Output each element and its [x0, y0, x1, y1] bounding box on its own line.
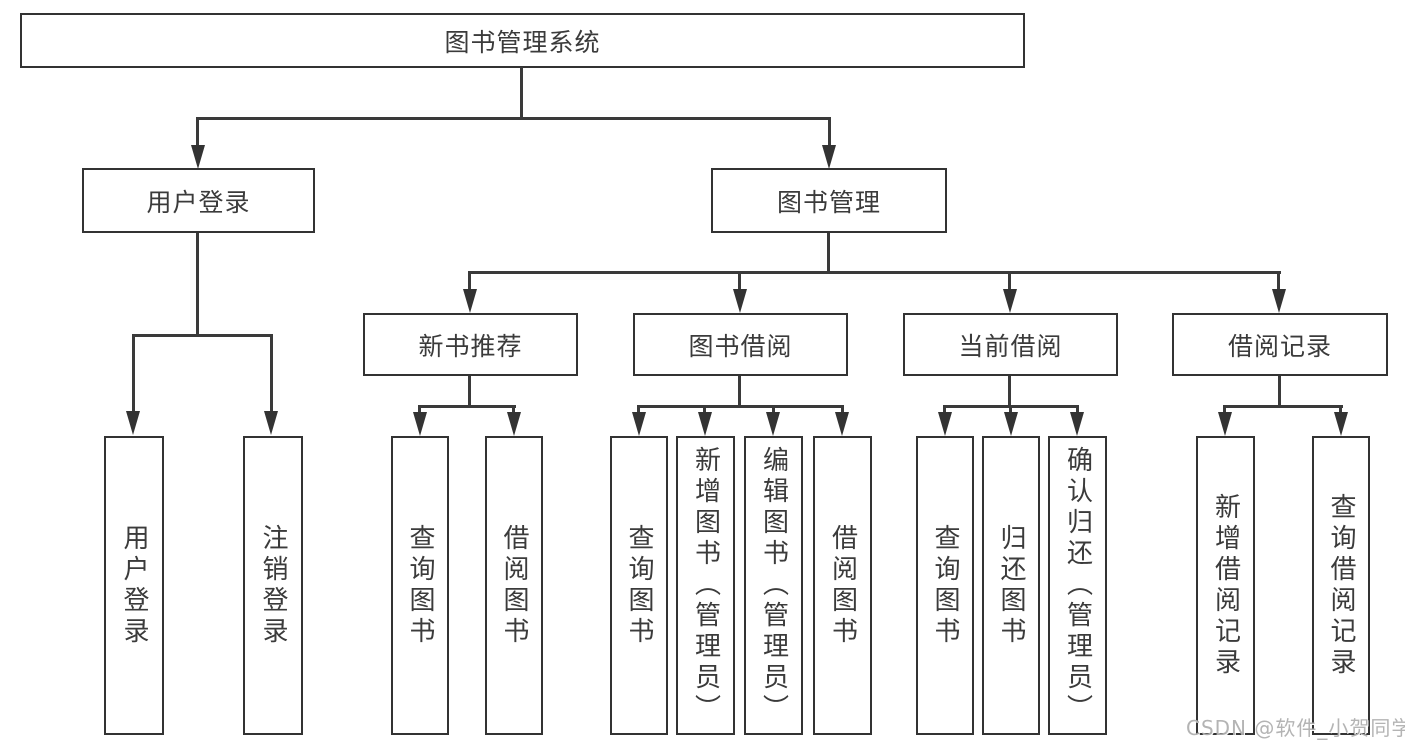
connector-drop-current-query: [943, 405, 946, 413]
node-root: 图书管理系统: [20, 13, 1025, 68]
connector-record-hbar: [1223, 405, 1343, 408]
arrow-to-borrow-query: [632, 412, 646, 436]
arrow-to-borrow-add: [698, 412, 712, 436]
connector-drop-current-confirm: [1076, 405, 1079, 413]
watermark: CSDN @软件_小贺同学: [1186, 716, 1405, 740]
node-book-management: 图书管理: [711, 168, 947, 233]
connector-record-trunk: [1278, 376, 1281, 407]
arrow-to-recommend-query: [413, 412, 427, 436]
connector-drop-recommend-borrow: [512, 405, 515, 413]
connector-drop-login: [132, 334, 135, 412]
leaf-recommend-borrow-book-label: 借阅图书: [499, 523, 529, 648]
arrow-to-book-borrow: [733, 289, 747, 313]
leaf-recommend-query-book-label: 查询图书: [405, 523, 435, 648]
leaf-borrow-edit-book-admin: 编辑图书（管理员）: [744, 436, 803, 735]
leaf-current-confirm-return-admin: 确认归还（管理员）: [1048, 436, 1107, 735]
leaf-user-login: 用户登录: [104, 436, 164, 735]
connector-drop-logout: [270, 334, 273, 412]
leaf-recommend-borrow-book: 借阅图书: [485, 436, 543, 735]
arrow-to-login: [126, 411, 140, 435]
connector-drop-book-borrow: [738, 271, 741, 291]
node-new-book-recommend: 新书推荐: [363, 313, 578, 376]
leaf-current-confirm-return-admin-label: 确认归还（管理员）: [1062, 446, 1093, 725]
arrow-to-current-borrow: [1003, 289, 1017, 313]
arrow-to-borrow-record: [1272, 289, 1286, 313]
arrow-to-logout: [264, 411, 278, 435]
leaf-recommend-query-book: 查询图书: [391, 436, 449, 735]
leaf-borrow-add-book-admin-label: 新增图书（管理员）: [690, 446, 721, 725]
leaf-borrow-query-book: 查询图书: [610, 436, 668, 735]
connector-user-login-hbar: [132, 334, 273, 337]
arrow-to-recommend-borrow: [507, 412, 521, 436]
connector-drop-current-return: [1009, 405, 1012, 413]
leaf-borrow-borrow-book-label: 借阅图书: [827, 523, 858, 648]
leaf-borrow-query-book-label: 查询图书: [624, 523, 654, 648]
leaf-record-query-record-label: 查询借阅记录: [1326, 492, 1356, 679]
connector-drop-record-add: [1223, 405, 1226, 413]
leaf-logout: 注销登录: [243, 436, 303, 735]
connector-root-trunk: [520, 67, 523, 118]
connector-user-login-trunk: [196, 233, 199, 336]
leaf-borrow-edit-book-admin-label: 编辑图书（管理员）: [758, 446, 789, 725]
connector-drop-record-query: [1339, 405, 1342, 413]
node-current-borrow: 当前借阅: [903, 313, 1118, 376]
node-user-login: 用户登录: [82, 168, 315, 233]
leaf-logout-label: 注销登录: [258, 523, 288, 648]
connector-book-management-trunk: [827, 233, 830, 273]
leaf-borrow-add-book-admin: 新增图书（管理员）: [676, 436, 735, 735]
connector-current-trunk: [1008, 376, 1011, 407]
connector-drop-recommend-query: [418, 405, 421, 413]
connector-drop-book-management: [828, 117, 831, 148]
connector-drop-new-book-recommend: [468, 271, 471, 291]
connector-drop-user-login: [196, 117, 199, 148]
connector-recommend-trunk: [468, 376, 471, 407]
node-borrow-record: 借阅记录: [1172, 313, 1388, 376]
arrow-to-record-add: [1218, 412, 1232, 436]
connector-drop-borrow-query: [637, 405, 640, 413]
arrow-to-record-query: [1334, 412, 1348, 436]
leaf-current-return-book-label: 归还图书: [996, 523, 1026, 648]
connector-recommend-hbar: [418, 405, 516, 408]
node-book-borrow: 图书借阅: [633, 313, 848, 376]
arrow-to-book-management: [822, 145, 836, 169]
arrow-to-borrow-edit: [766, 412, 780, 436]
connector-drop-current-borrow: [1008, 271, 1011, 291]
arrow-to-borrow-borrow: [835, 412, 849, 436]
arrow-to-user-login: [191, 145, 205, 169]
connector-drop-borrow-add: [703, 405, 706, 413]
arrow-to-new-book-recommend: [463, 289, 477, 313]
arrow-to-current-confirm: [1070, 412, 1084, 436]
connector-drop-borrow-record: [1277, 271, 1280, 291]
leaf-record-add-record-label: 新增借阅记录: [1210, 492, 1241, 679]
leaf-borrow-borrow-book: 借阅图书: [813, 436, 872, 735]
connector-borrow-hbar: [637, 405, 844, 408]
leaf-current-query-book-label: 查询图书: [930, 523, 960, 648]
leaf-record-add-record: 新增借阅记录: [1196, 436, 1255, 735]
leaf-record-query-record: 查询借阅记录: [1312, 436, 1370, 735]
arrow-to-current-query: [938, 412, 952, 436]
connector-drop-borrow-edit: [772, 405, 775, 413]
connector-root-hbar: [196, 117, 831, 120]
connector-borrow-trunk: [738, 376, 741, 407]
leaf-current-return-book: 归还图书: [982, 436, 1040, 735]
connector-book-management-hbar: [468, 271, 1281, 274]
connector-drop-borrow-borrow: [841, 405, 844, 413]
leaf-current-query-book: 查询图书: [916, 436, 974, 735]
leaf-user-login-label: 用户登录: [119, 523, 149, 648]
arrow-to-current-return: [1004, 412, 1018, 436]
